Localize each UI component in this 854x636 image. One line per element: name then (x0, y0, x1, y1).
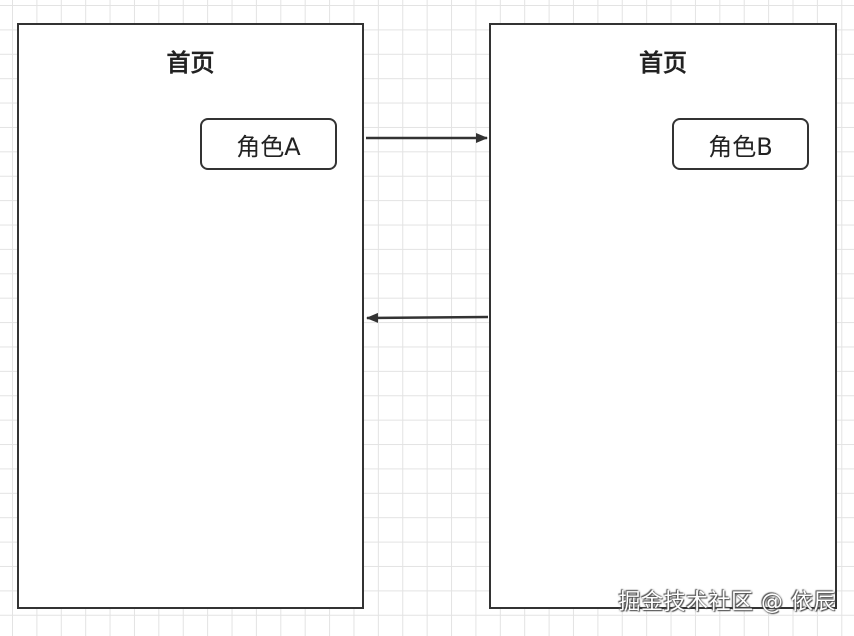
right-page-title: 首页 (639, 49, 687, 77)
left-page-title: 首页 (166, 49, 215, 77)
arrow-right-to-left (366, 312, 489, 323)
watermark: 掘金技术社区 @ 依辰 (618, 590, 836, 615)
role-b-box[interactable]: 角色B (672, 118, 809, 170)
role-a-box[interactable]: 角色A (200, 118, 337, 170)
left-page-frame: 首页 角色A (17, 23, 364, 609)
right-page-frame: 首页 角色B (489, 23, 837, 609)
